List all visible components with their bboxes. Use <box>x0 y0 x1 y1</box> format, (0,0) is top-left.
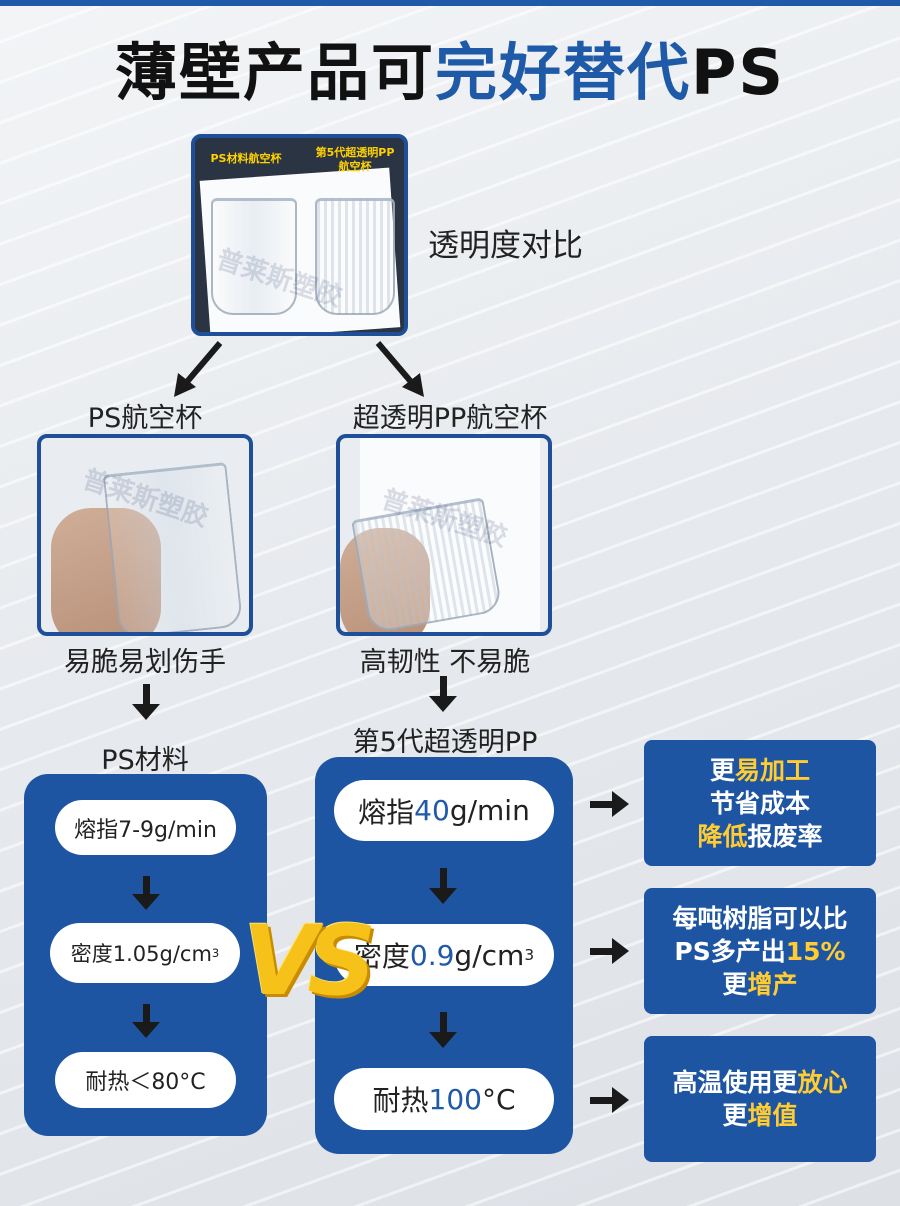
benefit2-l2a: PS多产出 <box>674 936 786 966</box>
pp-melt-prefix: 熔指 <box>358 795 415 829</box>
tag-pp-cup-line1: 第5代超透明PP <box>315 146 395 159</box>
ps-cup-image <box>211 198 297 315</box>
pp-cup-caption: 高韧性 不易脆 <box>359 647 531 678</box>
page-title: 薄壁产品可完好替代PS <box>0 22 900 112</box>
benefit3-line2: 更增值 <box>644 1099 876 1132</box>
benefit1-line2: 节省成本 <box>709 788 810 818</box>
title-part2: 完好替代 <box>434 36 691 109</box>
pp-heat-value: 100 <box>428 1082 482 1116</box>
vs-badge: VS <box>243 905 376 1017</box>
pp-density-unit: g/cm <box>454 938 525 972</box>
benefit3-l2a: 更 <box>722 1101 748 1130</box>
ps-melt-text: 熔指7-9g/min <box>74 817 217 843</box>
pp-heat-prefix: 耐热 <box>372 1084 429 1117</box>
tag-ps-cup: PS材料航空杯 <box>210 152 282 165</box>
pp-density-value: 0.9 <box>409 938 455 972</box>
title-part3: PS <box>690 36 786 109</box>
tag-pp-cup-line2: 航空杯 <box>338 160 372 173</box>
ps-cup-caption: 易脆易划伤手 <box>64 647 226 678</box>
benefit1-l1a: 更 <box>709 755 735 785</box>
hand-image <box>51 508 161 632</box>
pp-heat-unit: °C <box>481 1082 516 1116</box>
ps-density-text: 密度1.05g/cm <box>70 942 212 966</box>
top-accent-bar <box>0 0 900 6</box>
pp-material-label: 第5代超透明PP <box>352 727 538 758</box>
benefit2-l2b: 15% <box>785 936 846 966</box>
diagonal-arrows <box>174 341 424 397</box>
benefit1-l3b: 报废率 <box>747 821 823 851</box>
benefit3-l1b: 放心 <box>797 1068 848 1097</box>
ps-heat-text: 耐热＜80°C <box>85 1070 206 1095</box>
arrow-down-right-icon <box>375 341 424 397</box>
title-part1: 薄壁产品可 <box>114 36 435 109</box>
benefit2-line1: 每吨树脂可以比 <box>672 903 848 933</box>
benefit1-l3a: 降低 <box>697 821 748 851</box>
pp-density-sup: 3 <box>524 946 535 964</box>
ps-material-label: PS材料 <box>101 745 189 776</box>
benefit-output: 每吨树脂可以比 PS多产出15% 更增产 <box>644 888 876 1014</box>
benefit2-line2: PS多产出15% <box>644 935 876 968</box>
benefit2-l3b: 增产 <box>747 969 798 999</box>
pp-cup-heading: 超透明PP航空杯 <box>352 403 548 434</box>
benefit3-l2b: 增值 <box>747 1101 798 1130</box>
benefit1-l1b: 易加工 <box>735 755 811 785</box>
benefit2-l3a: 更 <box>722 969 748 999</box>
pp-melt-unit: g/min <box>449 794 530 827</box>
ps-density-sup: 3 <box>211 946 220 960</box>
ps-cup-heading: PS航空杯 <box>87 403 203 434</box>
benefit1-line1: 更易加工 <box>644 754 876 787</box>
transparency-comparison-photo: PS材料航空杯 第5代超透明PP 航空杯 普莱斯塑胶 <box>191 134 408 336</box>
arrow-down-left-icon <box>174 341 223 397</box>
benefit-processing: 更易加工 节省成本 降低报废率 <box>644 740 876 866</box>
pp-density-prefix: 密度 <box>353 940 410 973</box>
ps-heat-resistance: 耐热＜80°C <box>55 1052 236 1108</box>
benefit2-line3: 更增产 <box>644 968 876 1001</box>
pp-cup-image <box>315 198 395 315</box>
benefit-heat: 高温使用更放心 更增值 <box>644 1036 876 1162</box>
comparison-label: 透明度对比 <box>428 228 583 264</box>
pp-melt-value: 40 <box>414 794 450 827</box>
benefit3-l1a: 高温使用更 <box>672 1068 798 1097</box>
ps-cup-photo: 普莱斯塑胶 <box>37 434 253 636</box>
pp-cup-photo: 普莱斯塑胶 <box>336 434 552 636</box>
benefit1-line3: 降低报废率 <box>644 820 876 853</box>
benefit3-line1: 高温使用更放心 <box>644 1066 876 1099</box>
ps-melt-index: 熔指7-9g/min <box>55 800 236 855</box>
